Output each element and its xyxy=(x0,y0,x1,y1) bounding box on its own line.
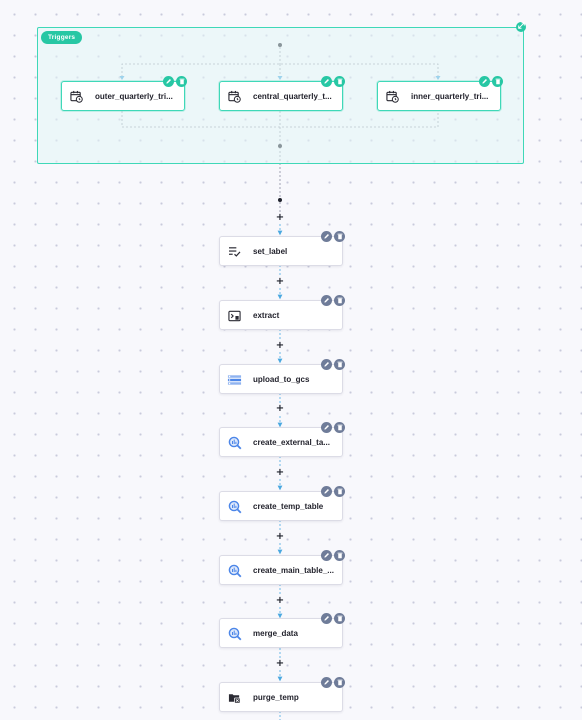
add-task-button[interactable]: + xyxy=(275,212,285,223)
calendar-clock-icon xyxy=(226,88,243,105)
task-node-label: set_label xyxy=(253,247,288,256)
task-node-create-temp-table[interactable]: create_temp_table xyxy=(219,486,345,521)
trigger-node[interactable]: inner_quarterly_tri... xyxy=(377,76,503,111)
task-node-label: create_external_ta... xyxy=(253,438,330,447)
delete-icon[interactable] xyxy=(334,422,345,433)
task-node-label: purge_temp xyxy=(253,693,299,702)
add-task-button[interactable]: + xyxy=(275,467,285,478)
add-task-button[interactable]: + xyxy=(275,340,285,351)
task-node-label: create_main_table_... xyxy=(253,566,334,575)
add-task-button[interactable]: + xyxy=(275,658,285,669)
edit-icon[interactable] xyxy=(321,550,332,561)
cloud-storage-icon xyxy=(226,371,243,388)
delete-icon[interactable] xyxy=(334,231,345,242)
edit-icon[interactable] xyxy=(321,359,332,370)
add-task-button[interactable]: + xyxy=(275,595,285,606)
task-node-extract[interactable]: extract xyxy=(219,295,345,330)
trigger-node[interactable]: outer_quarterly_tri... xyxy=(61,76,187,111)
task-node-merge-data[interactable]: merge_data xyxy=(219,613,345,648)
task-node-create-external-table[interactable]: create_external_ta... xyxy=(219,422,345,457)
task-node-label: upload_to_gcs xyxy=(253,375,310,384)
flow-start-dot xyxy=(278,198,282,202)
task-node-upload-to-gcs[interactable]: upload_to_gcs xyxy=(219,359,345,394)
bigquery-icon xyxy=(226,625,243,642)
delete-icon[interactable] xyxy=(334,359,345,370)
delete-icon[interactable] xyxy=(334,76,345,87)
edit-icon[interactable] xyxy=(163,76,174,87)
edit-icon[interactable] xyxy=(321,613,332,624)
task-node-set-label[interactable]: set_label xyxy=(219,231,345,266)
edit-icon[interactable] xyxy=(321,76,332,87)
task-node-label: create_temp_table xyxy=(253,502,324,511)
bigquery-icon xyxy=(226,434,243,451)
delete-icon[interactable] xyxy=(334,486,345,497)
expand-icon[interactable] xyxy=(516,22,526,32)
task-node-create-main-table[interactable]: create_main_table_... xyxy=(219,550,345,585)
trigger-node-label: outer_quarterly_tri... xyxy=(95,92,173,101)
edit-icon[interactable] xyxy=(321,486,332,497)
edit-icon[interactable] xyxy=(321,295,332,306)
trigger-node[interactable]: central_quarterly_t... xyxy=(219,76,345,111)
task-node-label: merge_data xyxy=(253,629,298,638)
gcs-delete-icon xyxy=(226,689,243,706)
task-node-purge-temp[interactable]: purge_temp xyxy=(219,677,345,712)
add-task-button[interactable]: + xyxy=(275,276,285,287)
delete-icon[interactable] xyxy=(492,76,503,87)
bigquery-icon xyxy=(226,562,243,579)
task-node-label: extract xyxy=(253,311,280,320)
calendar-clock-icon xyxy=(68,88,85,105)
delete-icon[interactable] xyxy=(334,550,345,561)
delete-icon[interactable] xyxy=(334,677,345,688)
trigger-node-label: central_quarterly_t... xyxy=(253,92,332,101)
trigger-node-label: inner_quarterly_tri... xyxy=(411,92,489,101)
add-task-button[interactable]: + xyxy=(275,531,285,542)
terminal-icon xyxy=(226,307,243,324)
triggers-group-badge[interactable]: Triggers xyxy=(41,31,83,44)
list-check-icon xyxy=(226,243,243,260)
delete-icon[interactable] xyxy=(334,613,345,624)
calendar-clock-icon xyxy=(384,88,401,105)
delete-icon[interactable] xyxy=(176,76,187,87)
bigquery-icon xyxy=(226,498,243,515)
delete-icon[interactable] xyxy=(334,295,345,306)
edit-icon[interactable] xyxy=(321,677,332,688)
add-task-button[interactable]: + xyxy=(275,403,285,414)
edit-icon[interactable] xyxy=(321,231,332,242)
edit-icon[interactable] xyxy=(321,422,332,433)
edit-icon[interactable] xyxy=(479,76,490,87)
